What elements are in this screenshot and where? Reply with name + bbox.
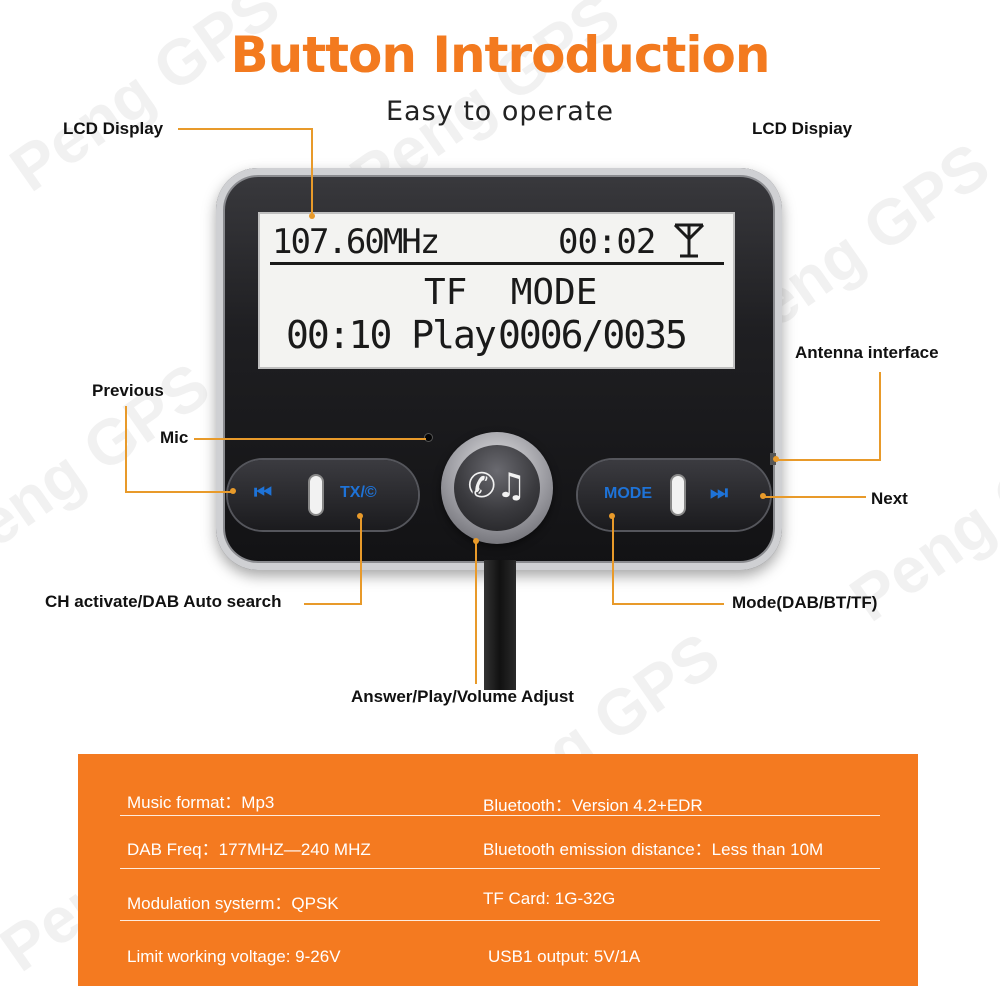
next-button[interactable]: ⏭ bbox=[710, 482, 728, 504]
mode-button[interactable]: MODE bbox=[604, 485, 652, 502]
mic-hole bbox=[425, 434, 432, 441]
page-subtitle: Easy to operate bbox=[385, 96, 615, 127]
callout-mode: Mode(DAB/BT/TF) bbox=[732, 593, 878, 612]
lead-dot bbox=[773, 456, 779, 462]
callout-ch-activate: CH activate/DAB Auto search bbox=[45, 592, 282, 611]
spec-divider bbox=[120, 815, 880, 816]
antenna-signal-icon bbox=[673, 223, 705, 258]
spec-bluetooth-version: Bluetooth：Version 4.2+EDR bbox=[483, 796, 703, 815]
callout-answer: Answer/Play/Volume Adjust bbox=[351, 687, 574, 706]
callout-lcd-left: LCD Display bbox=[63, 119, 164, 138]
right-button-separator bbox=[672, 476, 684, 514]
lead-lcd-left-h bbox=[178, 128, 312, 130]
spec-bt-distance: Bluetooth emission distance：Less than 10… bbox=[483, 840, 824, 859]
lead-mode-h bbox=[612, 603, 724, 605]
left-button-separator bbox=[310, 476, 322, 514]
callout-previous: Previous bbox=[92, 381, 164, 400]
lead-dot bbox=[309, 213, 315, 219]
lcd-clock: 00:02 bbox=[558, 222, 656, 262]
spec-modulation: Modulation systerm：QPSK bbox=[127, 894, 339, 913]
power-cable bbox=[484, 560, 516, 690]
lead-antenna-h bbox=[776, 459, 880, 461]
lead-dot bbox=[357, 513, 363, 519]
lcd-mode-line: TF MODE bbox=[424, 272, 598, 313]
spec-divider bbox=[120, 920, 880, 921]
lead-dot bbox=[473, 538, 479, 544]
callout-next: Next bbox=[871, 489, 908, 508]
callout-antenna: Antenna interface bbox=[795, 343, 939, 362]
lead-next-h bbox=[762, 496, 866, 498]
lead-ch-h bbox=[304, 603, 362, 605]
tx-c-button[interactable]: TX/© bbox=[340, 484, 377, 501]
lead-antenna-v bbox=[879, 372, 881, 461]
spec-music-format: Music format：Mp3 bbox=[127, 793, 275, 812]
callout-lcd-right: LCD Dispiay bbox=[752, 119, 853, 138]
callout-mic: Mic bbox=[160, 428, 189, 447]
lcd-elapsed: 00:10 Play bbox=[286, 313, 497, 357]
spec-voltage: Limit working voltage: 9-26V bbox=[127, 947, 341, 966]
spec-tf-card: TF Card: 1G-32G bbox=[483, 889, 616, 908]
spec-divider bbox=[120, 868, 880, 869]
spec-panel bbox=[78, 754, 918, 986]
lead-dot bbox=[760, 493, 766, 499]
spec-dab-freq: DAB Freq：177MHZ—240 MHZ bbox=[127, 840, 371, 859]
lcd-frequency: 107.60MHz bbox=[272, 222, 440, 262]
phone-music-icon: ✆♫ bbox=[467, 466, 527, 506]
spec-usb-output: USB1 output: 5V/1A bbox=[488, 947, 641, 966]
lcd-screen bbox=[258, 212, 735, 369]
lead-dot bbox=[609, 513, 615, 519]
knob-face bbox=[454, 445, 540, 531]
lcd-divider bbox=[270, 262, 724, 265]
lcd-track-counter: 0006/0035 bbox=[498, 313, 688, 357]
lead-previous-v bbox=[125, 406, 127, 492]
page-title: Button Introduction bbox=[230, 26, 771, 84]
lead-lcd-left-v bbox=[311, 128, 313, 216]
lead-mic-h bbox=[194, 438, 426, 440]
lead-previous-h bbox=[125, 491, 231, 493]
lead-answer-v bbox=[475, 540, 477, 684]
lead-ch-v bbox=[360, 516, 362, 604]
lead-dot bbox=[230, 488, 236, 494]
previous-button[interactable]: ⏮ bbox=[254, 482, 272, 504]
lead-mode-v bbox=[612, 516, 614, 604]
left-button-bar bbox=[228, 460, 418, 530]
